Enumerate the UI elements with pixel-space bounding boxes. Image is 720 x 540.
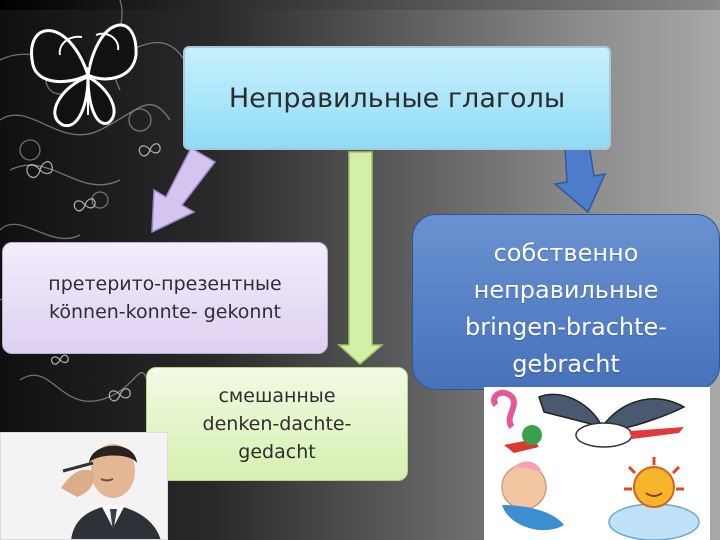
title-box: Неправильные глаголы	[183, 46, 611, 150]
proper-label-line2: неправильные	[473, 276, 659, 304]
title-text: Неправильные глаголы	[228, 82, 566, 114]
mixed-verbs-box: смешанные denken-dachte- gedacht	[146, 367, 408, 481]
proper-example-line1: bringen-brachte-	[465, 313, 667, 341]
arrow-to-preterit	[151, 146, 217, 234]
mixed-example-line1: denken-dachte-	[202, 413, 352, 435]
arrow-to-mixed	[337, 151, 385, 366]
stork-baby-clipart	[484, 387, 710, 540]
preterit-present-box: претерито-презентные können-konnte- geko…	[2, 242, 328, 354]
thinking-man-photo	[0, 432, 168, 540]
butterfly-icon	[30, 23, 138, 128]
top-bar	[0, 0, 720, 10]
preterit-example: können-konnte- gekonnt	[49, 301, 281, 323]
proper-irregular-box: собственно неправильные bringen-brachte-…	[412, 214, 720, 390]
mixed-label: смешанные	[218, 385, 336, 407]
preterit-label: претерито-презентные	[48, 273, 282, 295]
arrow-to-proper	[553, 143, 607, 214]
mixed-example-line2: gedacht	[238, 441, 316, 463]
proper-example-line2: gebracht	[512, 350, 620, 378]
proper-label-line1: собственно	[493, 239, 639, 267]
